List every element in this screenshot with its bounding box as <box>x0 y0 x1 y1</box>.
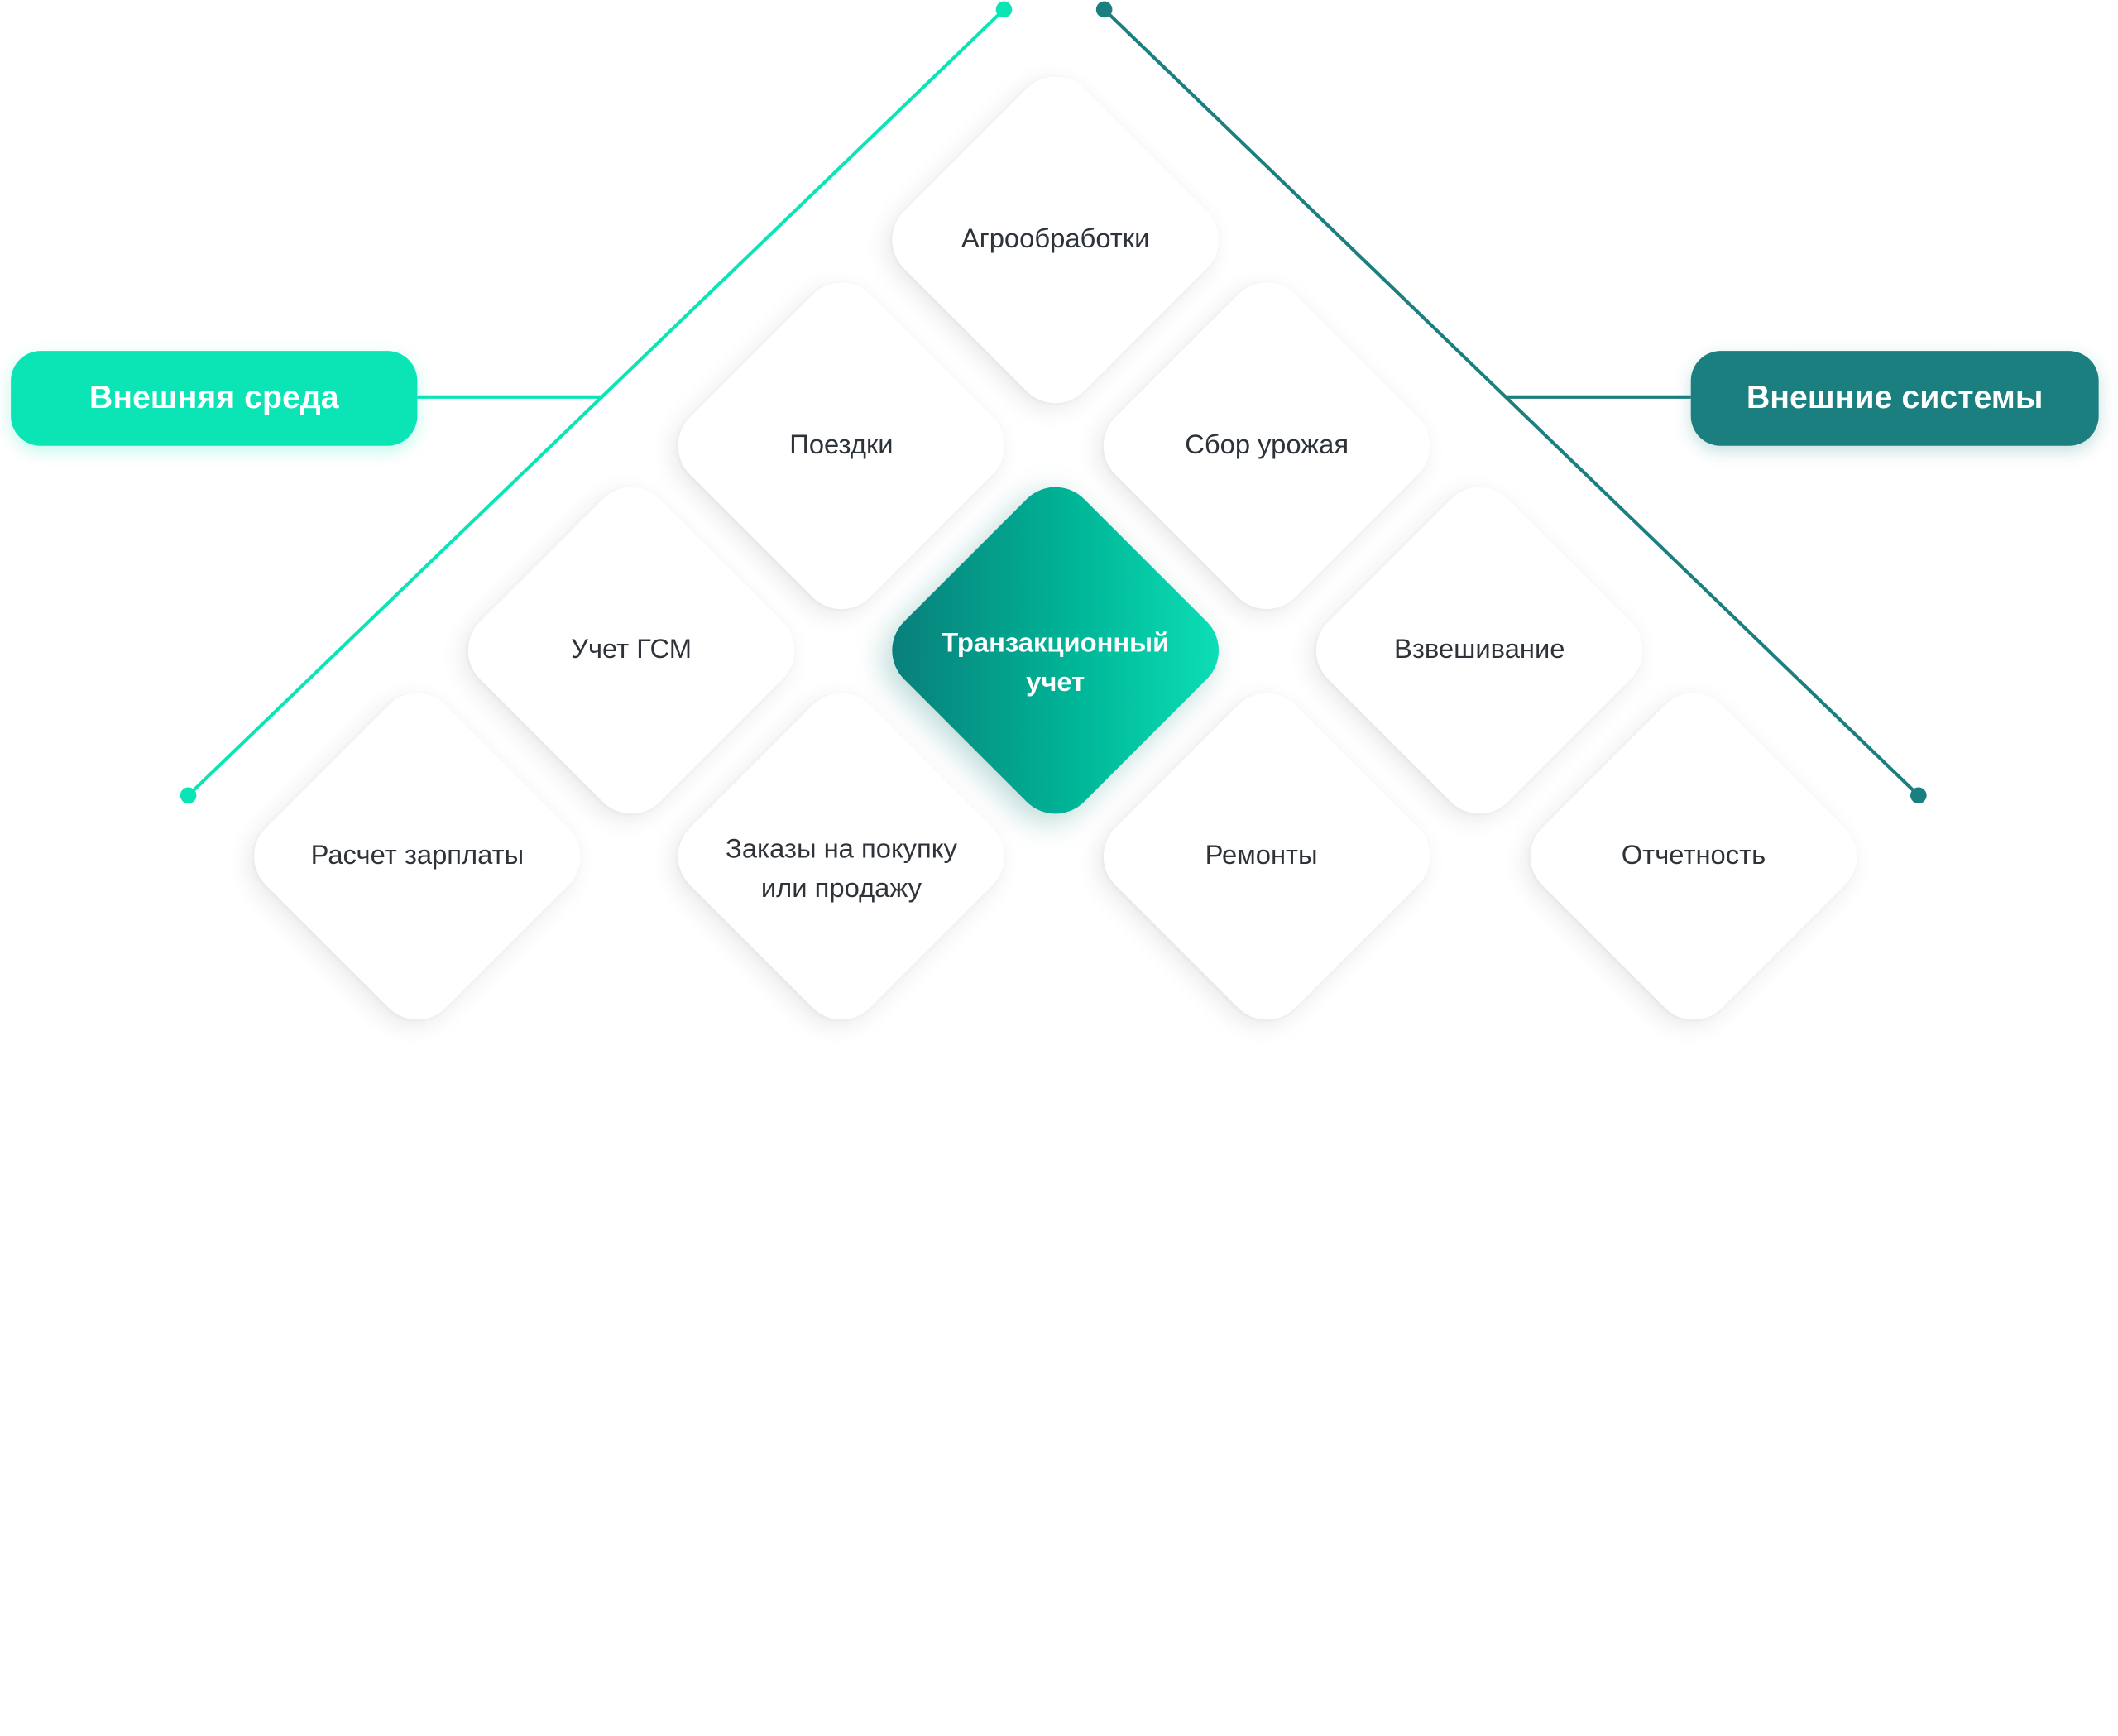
left-bottom-dot <box>180 787 197 804</box>
connector-lines <box>180 1 1927 804</box>
node-weighing-label: Взвешивание <box>1393 635 1565 665</box>
external-systems-label: Внешние системы <box>1746 379 2044 416</box>
node-trips-label: Поездки <box>789 429 894 460</box>
right-bottom-dot <box>1910 787 1927 804</box>
left-diagonal-line <box>187 7 1005 797</box>
node-orders-label: Заказы на покупку или продажу <box>726 834 957 904</box>
right-top-dot <box>1095 1 1113 18</box>
node-salary-label: Расчет зарплаты <box>310 841 525 871</box>
node-repairs-label: Ремонты <box>1205 841 1318 871</box>
external-environment-label: Внешняя среда <box>89 379 339 416</box>
right-diagonal-line <box>1103 7 1920 797</box>
node-fuel-label: Учет ГСМ <box>571 635 692 665</box>
node-harvest-label: Сбор урожая <box>1185 429 1349 460</box>
external-environment-pill: Внешняя среда <box>11 351 418 446</box>
node-center-label: Транзакционный учет <box>942 628 1170 698</box>
node-agro-label: Агрообработки <box>961 224 1150 255</box>
node-reporting-label: Отчетность <box>1621 841 1766 871</box>
external-systems-pill: Внешние системы <box>1690 351 2099 446</box>
left-top-dot <box>995 1 1013 18</box>
